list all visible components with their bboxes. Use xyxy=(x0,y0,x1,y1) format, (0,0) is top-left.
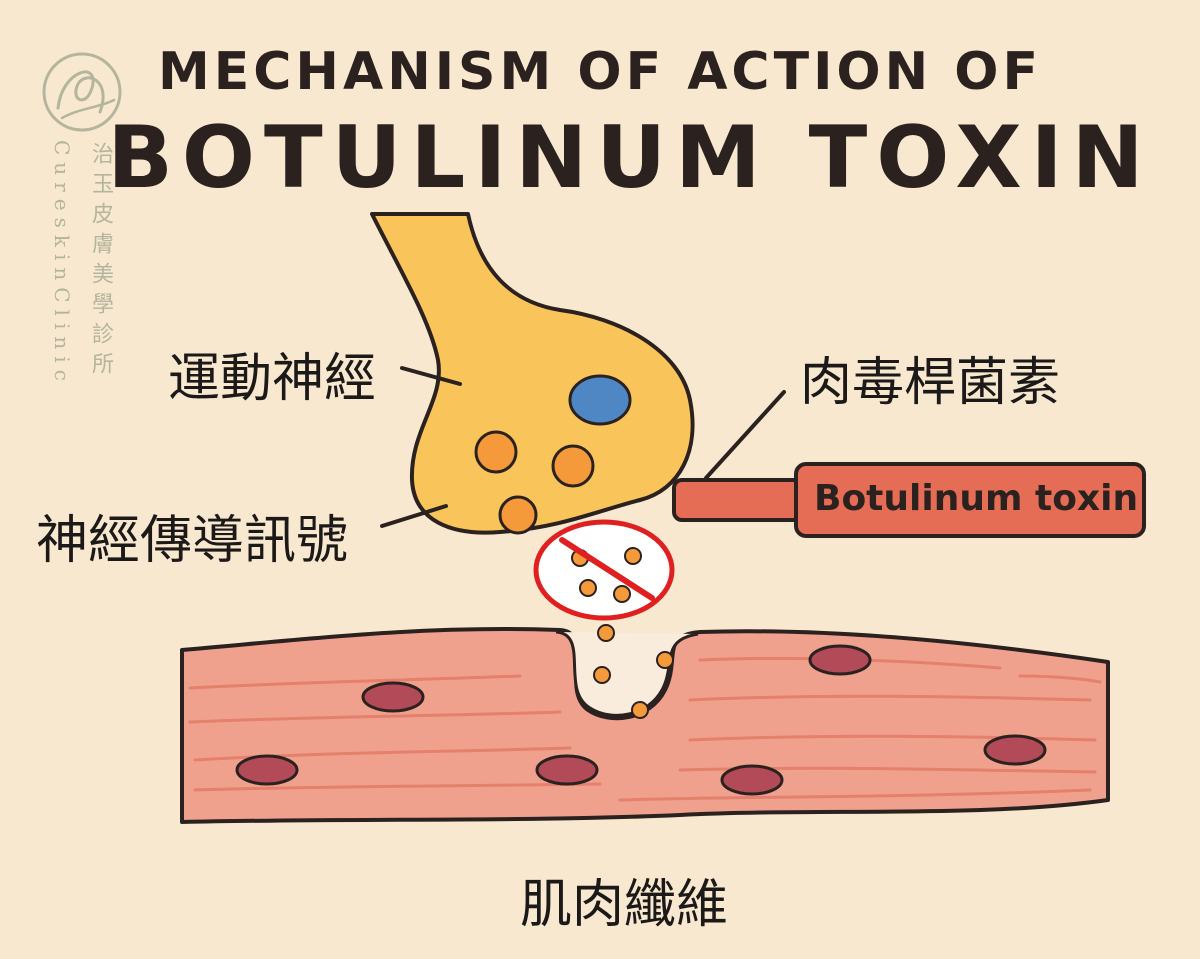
leader-lines xyxy=(380,366,786,528)
neurotransmitter-label: 神經傳導訊號 xyxy=(36,511,349,571)
released-vesicles xyxy=(593,624,674,719)
botulinum-zh-label: 肉毒桿菌素 xyxy=(800,353,1061,413)
motor-nerve-label: 運動神經 xyxy=(168,349,377,409)
nerve-nucleus xyxy=(568,374,632,426)
vesicles xyxy=(474,430,595,535)
muscle-nuclei xyxy=(235,644,1047,796)
clinic-logo xyxy=(42,52,122,132)
watermark-zh: 治玉皮膚美學診所 xyxy=(88,142,113,382)
motor-nerve xyxy=(370,212,695,535)
toxin-syringe xyxy=(672,462,1146,538)
watermark-en: CureskinClinic xyxy=(50,140,74,388)
botulinum-toxin-en-label: Botulinum toxin xyxy=(814,478,1139,519)
blocked-release-symbol xyxy=(533,519,675,621)
title-line-1: MECHANISM OF ACTION OF xyxy=(158,42,1042,102)
title-line-2: BOTULINUM TOXIN xyxy=(107,108,1153,208)
muscle-fiber xyxy=(180,627,1110,824)
muscle-fiber-label: 肌肉纖維 xyxy=(520,875,729,935)
